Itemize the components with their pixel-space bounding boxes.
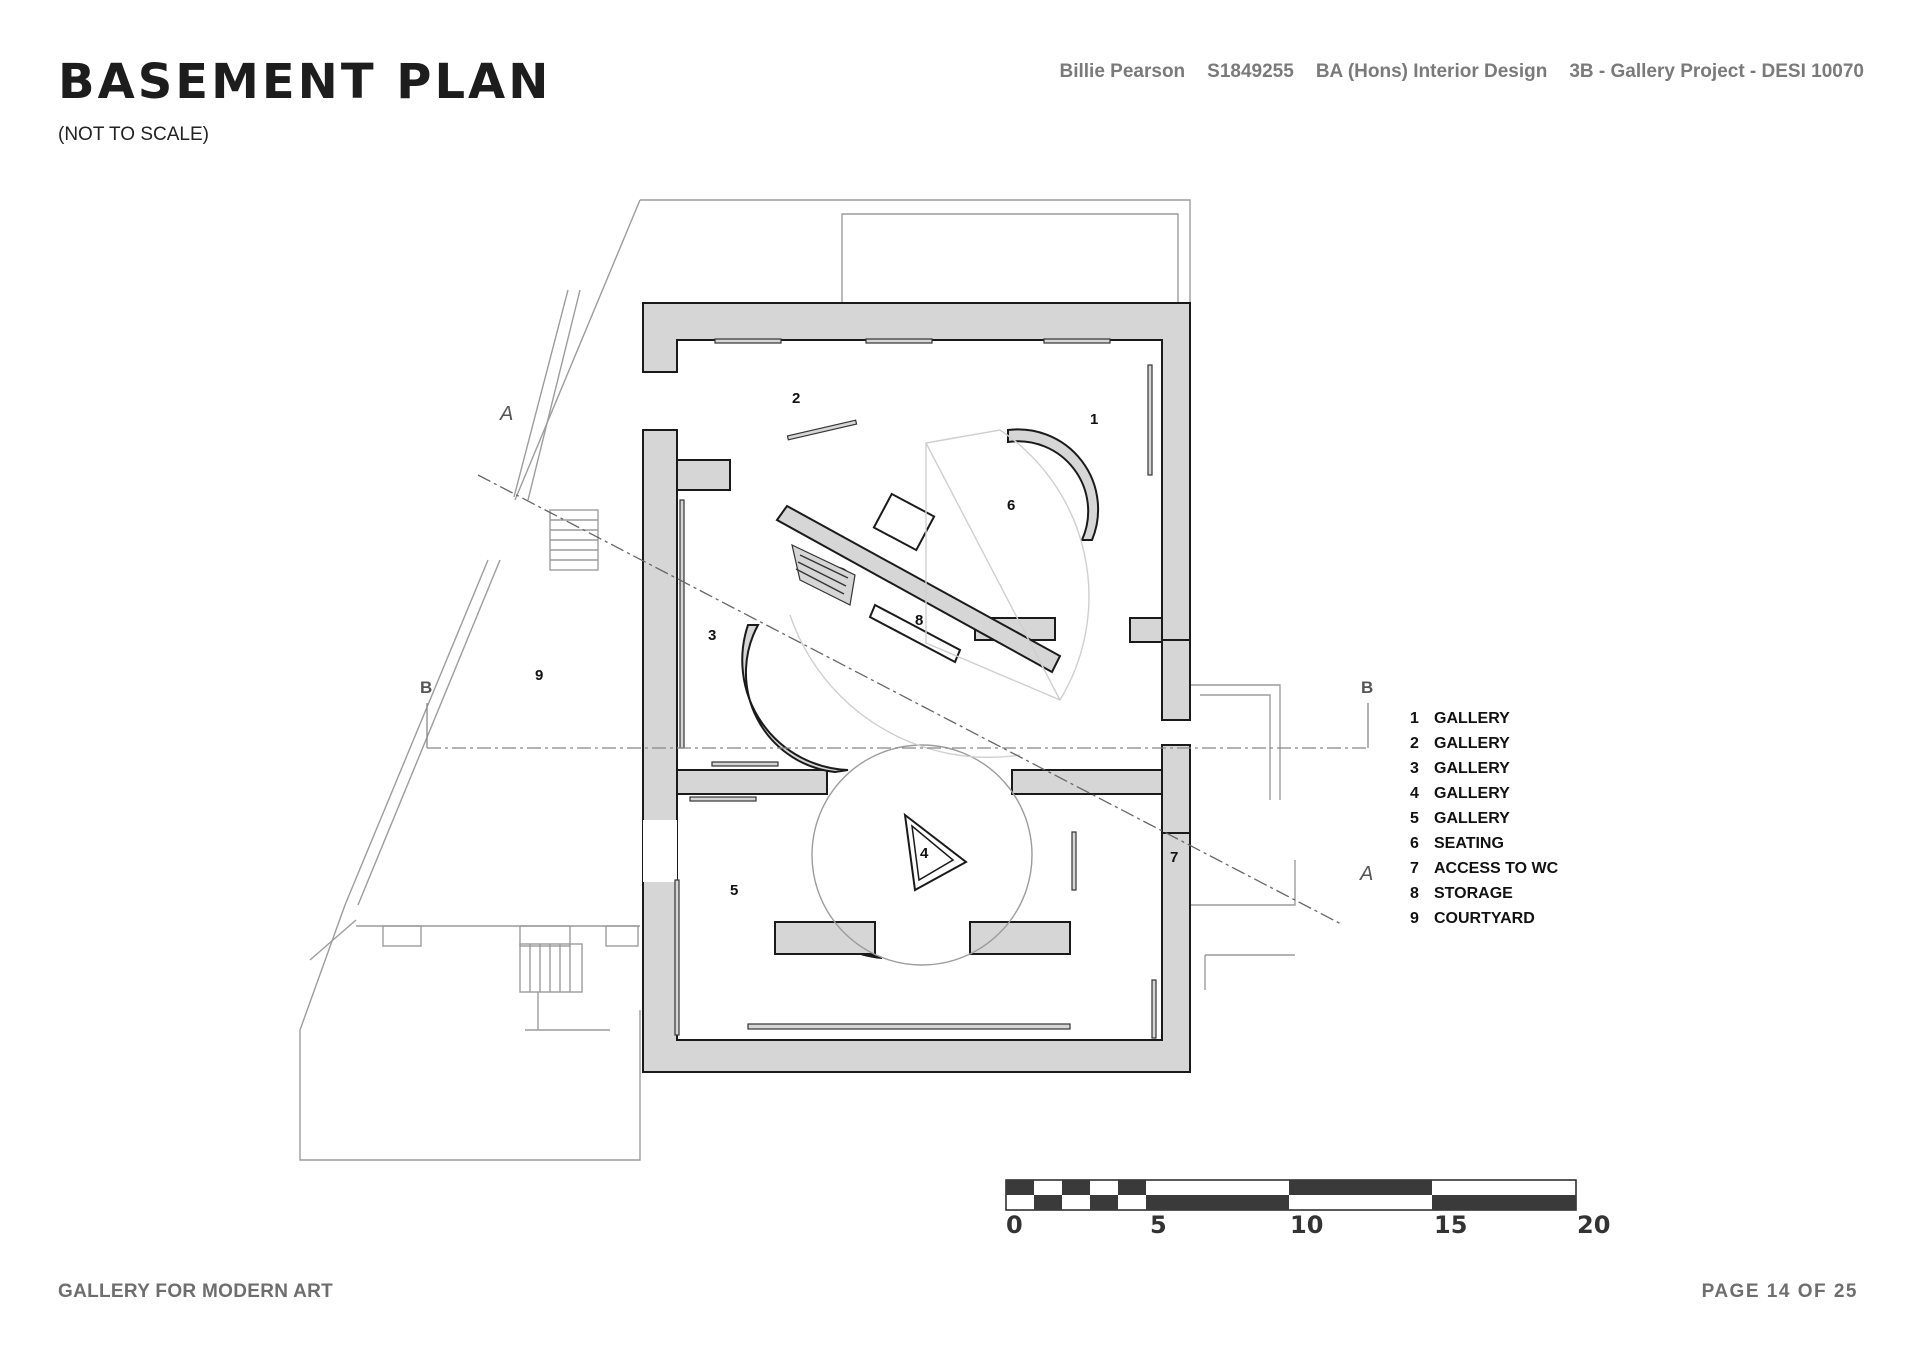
room-number-2: 2 xyxy=(792,390,800,407)
room-number-9: 9 xyxy=(535,667,543,684)
gallery-4-circle xyxy=(811,744,1033,966)
room-number-8: 8 xyxy=(915,612,923,629)
legend-item: 2 GALLERY xyxy=(1410,731,1558,756)
section-a-left: A xyxy=(499,403,513,425)
legend-num: 6 xyxy=(1410,834,1419,852)
room-number-5: 5 xyxy=(730,882,738,899)
footer-project-title: GALLERY FOR MODERN ART xyxy=(58,1281,334,1302)
legend-num: 9 xyxy=(1410,909,1419,927)
legend-num: 5 xyxy=(1410,809,1419,827)
section-a-right: A xyxy=(1359,863,1373,885)
room-number-4: 4 xyxy=(920,845,929,862)
legend-item: 8 STORAGE xyxy=(1410,881,1558,906)
scale-tick-15: 15 xyxy=(1434,1211,1467,1239)
scale-tick-10: 10 xyxy=(1290,1211,1323,1239)
site-context-lines xyxy=(299,199,1296,1161)
room-number-6: 6 xyxy=(1007,497,1015,514)
room-number-3: 3 xyxy=(708,627,716,644)
scale-bar: 0 5 10 15 20 xyxy=(1005,1179,1610,1239)
header-info: Billie Pearson S1849255 BA (Hons) Interi… xyxy=(1060,61,1865,83)
stairs-upper xyxy=(549,509,599,571)
stairs-lower xyxy=(519,943,610,1031)
scale-tick-5: 5 xyxy=(1150,1211,1167,1239)
scale-tick-20: 20 xyxy=(1577,1211,1610,1239)
legend-label: ACCESS TO WC xyxy=(1434,859,1559,877)
legend-item: 4 GALLERY xyxy=(1410,781,1558,806)
legend-label: GALLERY xyxy=(1434,734,1510,752)
legend-num: 1 xyxy=(1410,709,1419,727)
legend-label: SEATING xyxy=(1434,834,1504,852)
legend-num: 3 xyxy=(1410,759,1419,777)
display-panels xyxy=(674,338,1157,1039)
legend-num: 8 xyxy=(1410,884,1419,902)
section-lines xyxy=(426,474,1369,926)
legend-label: GALLERY xyxy=(1434,709,1510,727)
course-name: BA (Hons) Interior Design xyxy=(1315,61,1548,82)
exterior-walls xyxy=(642,302,1191,1073)
room-number-1: 1 xyxy=(1090,411,1098,428)
legend-num: 7 xyxy=(1410,859,1419,877)
legend-label: GALLERY xyxy=(1434,784,1510,802)
page-number: PAGE 14 OF 25 xyxy=(1701,1281,1858,1302)
storage-block xyxy=(775,492,1062,674)
author-name: Billie Pearson xyxy=(1059,61,1186,82)
section-b-right: B xyxy=(1361,678,1373,697)
legend-label: COURTYARD xyxy=(1434,909,1535,927)
legend-item: 1 GALLERY xyxy=(1410,706,1558,731)
legend-num: 4 xyxy=(1410,784,1419,802)
room-number-7: 7 xyxy=(1170,849,1178,866)
legend-item: 6 SEATING xyxy=(1410,831,1558,856)
scale-tick-0: 0 xyxy=(1006,1211,1023,1239)
legend-label: GALLERY xyxy=(1434,809,1510,827)
interior-walls xyxy=(676,428,1191,959)
student-id: S1849255 xyxy=(1207,61,1294,82)
page-title: BASEMENT PLAN xyxy=(58,54,552,110)
project-name: 3B - Gallery Project - DESI 10070 xyxy=(1569,61,1864,82)
legend-label: GALLERY xyxy=(1434,759,1510,777)
section-b-left: B xyxy=(420,678,432,697)
legend-item: 3 GALLERY xyxy=(1410,756,1558,781)
seating-fan xyxy=(789,429,1090,758)
legend-item: 5 GALLERY xyxy=(1410,806,1558,831)
legend-item: 9 COURTYARD xyxy=(1410,906,1558,931)
legend-item: 7 ACCESS TO WC xyxy=(1410,856,1558,881)
page-subtitle: (NOT TO SCALE) xyxy=(58,124,209,145)
legend-num: 2 xyxy=(1410,734,1419,752)
legend-label: STORAGE xyxy=(1434,884,1513,902)
